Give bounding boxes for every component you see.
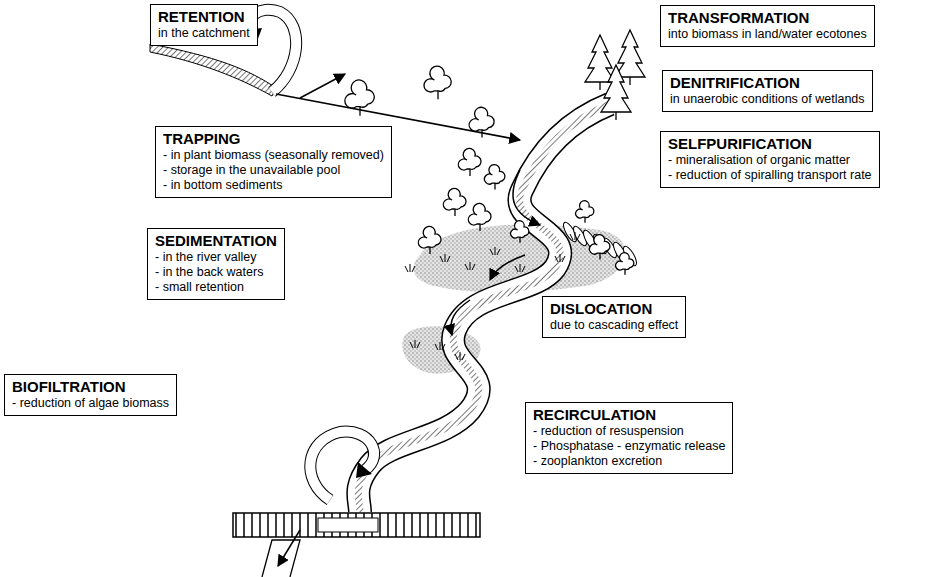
process-box: SELFPURIFICATION- mineralisation of orga… (660, 131, 880, 188)
process-box: TRAPPING- in plant biomass (seasonally r… (155, 126, 392, 198)
box-text: due to cascading effect (550, 318, 678, 333)
box-heading: BIOFILTRATION (12, 378, 169, 396)
grass-symbol (455, 352, 465, 360)
box-text: - reduction of resuspension (533, 424, 725, 439)
tree-symbol (443, 188, 466, 216)
grass-symbol (435, 342, 445, 350)
box-text: - small retention (155, 280, 277, 295)
box-text: - storage in the unavailable pool (163, 163, 384, 178)
tree-symbol (469, 107, 494, 137)
box-heading: TRANSFORMATION (668, 9, 867, 27)
box-heading: TRAPPING (163, 130, 384, 148)
box-text: in unaerobic conditions of wetlands (670, 92, 865, 107)
box-text: in the catchment (158, 26, 250, 41)
grass-symbol (410, 340, 420, 348)
box-heading: DISLOCATION (550, 300, 678, 318)
process-box: TRANSFORMATIONinto biomass in land/water… (660, 5, 875, 47)
box-text: - zooplankton excretion (533, 454, 725, 469)
process-box: RECIRCULATION- reduction of resuspension… (525, 402, 733, 474)
box-heading: SEDIMENTATION (155, 232, 277, 250)
tree-symbol (418, 226, 441, 254)
process-box: DENITRIFICATIONin unaerobic conditions o… (662, 70, 873, 112)
grass-symbol (490, 247, 500, 255)
tree-symbol (511, 221, 529, 243)
box-text: - in bottom sediments (163, 178, 384, 193)
grass-symbol (405, 264, 415, 272)
grass-symbol (465, 262, 475, 270)
tree-symbol (424, 66, 451, 99)
tree-symbol (576, 201, 594, 223)
box-text: - mineralisation of organic matter (668, 153, 872, 168)
process-box: SEDIMENTATION- in the river valley- in t… (147, 228, 285, 300)
grass-symbol (570, 232, 580, 240)
box-text: - reduction of spiralling transport rate (668, 168, 872, 183)
tree-symbol (590, 235, 610, 260)
box-heading: DENITRIFICATION (670, 74, 865, 92)
box-text: - in plant biomass (seasonally removed) (163, 148, 384, 163)
tree-symbol (485, 165, 505, 190)
tree-symbol (458, 148, 481, 176)
tree-symbol (616, 253, 634, 275)
box-heading: RECIRCULATION (533, 406, 725, 424)
process-box: RETENTIONin the catchment (150, 4, 258, 46)
box-text: into biomass in land/water ecotones (668, 27, 867, 42)
box-text: - reduction of algae biomass (12, 396, 169, 411)
box-text: - Phosphatase - enzymatic release (533, 439, 725, 454)
tree-symbol (345, 80, 374, 116)
grass-symbol (555, 254, 565, 262)
box-heading: RETENTION (158, 8, 250, 26)
grass-symbol (515, 264, 525, 272)
grass-symbol (440, 254, 450, 262)
box-text: - in the river valley (155, 250, 277, 265)
box-text: - in the back waters (155, 265, 277, 280)
process-box: DISLOCATIONdue to cascading effect (542, 296, 686, 338)
process-box: BIOFILTRATION- reduction of algae biomas… (4, 374, 177, 416)
conifer-symbol (601, 65, 631, 120)
tree-symbol (468, 203, 491, 231)
box-heading: SELFPURIFICATION (668, 135, 872, 153)
